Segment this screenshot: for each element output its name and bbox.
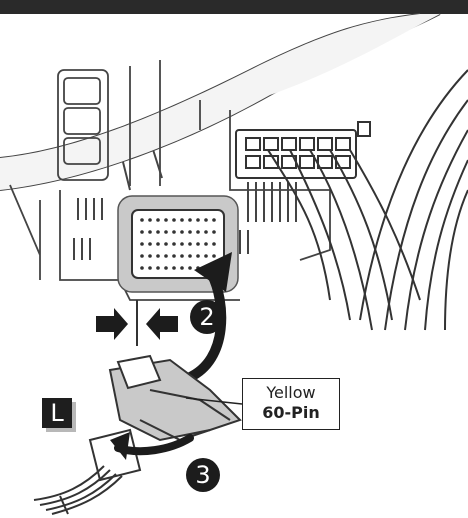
step-2-badge: 2 (190, 300, 224, 334)
right-wire-bundle (268, 70, 468, 330)
step-3-badge: 3 (186, 458, 220, 492)
plug-connector (90, 356, 240, 480)
callout-color-label: Yellow (243, 383, 339, 403)
connector-callout: Yellow 60-Pin (242, 378, 340, 430)
callout-pin-label: 60-Pin (243, 403, 339, 423)
l-badge: L (42, 398, 72, 428)
push-together-arrows (96, 300, 178, 346)
existing-connector (236, 122, 370, 178)
